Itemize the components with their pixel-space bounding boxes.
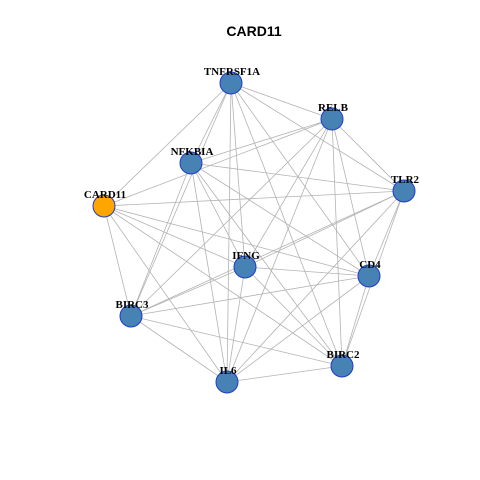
edge-card11-birc3 bbox=[103, 205, 132, 317]
edge-tnfrsf1a-tlr2 bbox=[230, 82, 405, 192]
edge-card11-il6 bbox=[103, 205, 228, 383]
node-birc3 bbox=[119, 304, 143, 328]
edge-layer bbox=[103, 82, 405, 383]
node-relb bbox=[320, 107, 344, 131]
edge-tnfrsf1a-relb bbox=[230, 82, 333, 120]
edge-relb-birc2 bbox=[331, 118, 343, 367]
node-label-card11: CARD11 bbox=[84, 189, 126, 201]
edge-cd4-il6 bbox=[226, 275, 370, 383]
edge-ifng-birc3 bbox=[130, 266, 246, 317]
edge-tlr2-il6 bbox=[226, 190, 405, 383]
edge-relb-tlr2 bbox=[331, 118, 405, 192]
edge-ifng-il6 bbox=[226, 266, 246, 383]
edge-nfkbia-il6 bbox=[190, 162, 228, 383]
edge-tnfrsf1a-birc2 bbox=[230, 82, 343, 367]
node-label-birc2: BIRC2 bbox=[326, 349, 360, 361]
edge-relb-nfkbia bbox=[190, 118, 333, 164]
edge-nfkbia-birc3 bbox=[130, 162, 192, 317]
edge-birc2-il6 bbox=[226, 365, 343, 383]
node-label-birc3: BIRC3 bbox=[115, 299, 149, 311]
node-ifng bbox=[233, 255, 257, 279]
edge-card11-ifng bbox=[103, 205, 246, 268]
node-label-relb: RELB bbox=[318, 102, 349, 114]
edge-ifng-birc2 bbox=[244, 266, 343, 367]
edge-relb-card11 bbox=[103, 118, 333, 207]
node-il6 bbox=[215, 370, 239, 394]
edge-nfkbia-tlr2 bbox=[190, 162, 405, 192]
edge-cd4-birc2 bbox=[341, 275, 370, 367]
node-birc2 bbox=[330, 354, 354, 378]
edge-tlr2-ifng bbox=[244, 190, 405, 268]
node-label-il6: IL6 bbox=[219, 365, 237, 377]
edge-nfkbia-cd4 bbox=[190, 162, 370, 277]
edge-tnfrsf1a-birc3 bbox=[130, 82, 232, 317]
edge-tnfrsf1a-ifng bbox=[230, 82, 246, 268]
edge-tnfrsf1a-il6 bbox=[226, 82, 232, 383]
edge-cd4-birc3 bbox=[130, 275, 370, 317]
edge-ifng-cd4 bbox=[244, 266, 370, 277]
node-layer bbox=[92, 71, 416, 394]
node-cd4 bbox=[357, 264, 381, 288]
node-card11 bbox=[92, 194, 116, 218]
node-label-cd4: CD4 bbox=[359, 259, 381, 271]
edge-card11-birc2 bbox=[103, 205, 343, 367]
edge-birc3-birc2 bbox=[130, 315, 343, 367]
edge-tnfrsf1a-card11 bbox=[103, 82, 232, 207]
node-label-tnfrsf1a: TNFRSF1A bbox=[204, 66, 260, 78]
node-tlr2 bbox=[392, 179, 416, 203]
node-label-ifng: IFNG bbox=[232, 250, 260, 262]
edge-relb-ifng bbox=[244, 118, 333, 268]
edge-tnfrsf1a-nfkbia bbox=[190, 82, 232, 164]
edge-card11-tlr2 bbox=[103, 190, 405, 207]
node-label-nfkbia: NFKBIA bbox=[171, 146, 214, 158]
node-label-tlr2: TLR2 bbox=[391, 174, 420, 186]
node-nfkbia bbox=[179, 151, 203, 175]
edge-tlr2-cd4 bbox=[368, 190, 405, 277]
edge-relb-cd4 bbox=[331, 118, 370, 277]
edge-tnfrsf1a-cd4 bbox=[230, 82, 370, 277]
edge-birc3-il6 bbox=[130, 315, 228, 383]
edge-card11-cd4 bbox=[103, 205, 370, 277]
edge-tlr2-birc3 bbox=[130, 190, 405, 317]
node-tnfrsf1a bbox=[219, 71, 243, 95]
graph-title: CARD11 bbox=[226, 23, 281, 39]
edge-nfkbia-birc2 bbox=[190, 162, 343, 367]
edge-nfkbia-ifng bbox=[190, 162, 246, 268]
